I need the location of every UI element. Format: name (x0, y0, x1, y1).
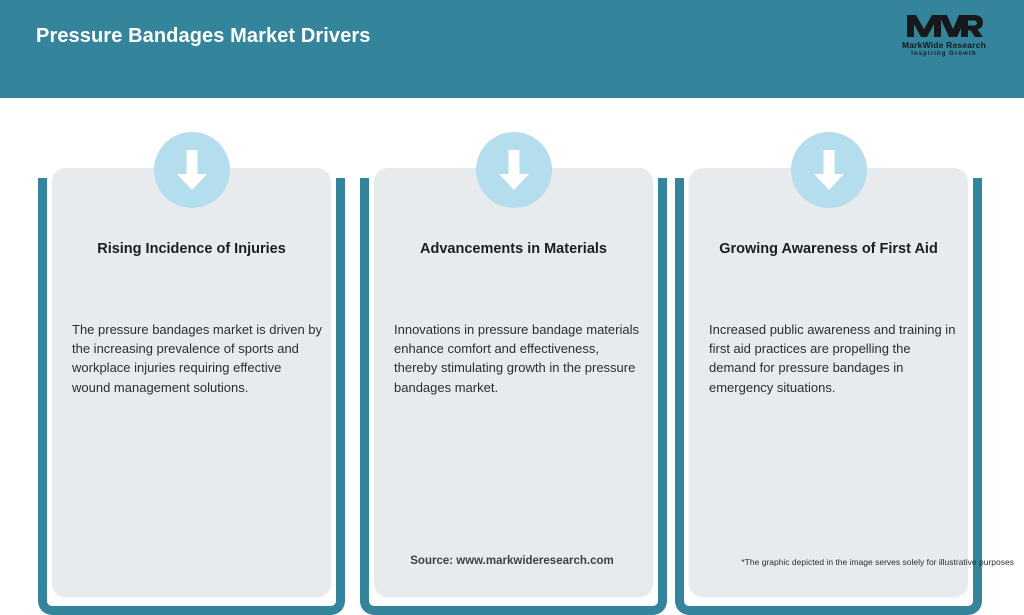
logo-company-name: MarkWide Research (901, 40, 987, 50)
down-arrow-icon (153, 132, 230, 208)
brand-logo: MarkWide Research Inspiring Growth (890, 12, 998, 64)
card-panel: Rising Incidence of Injuries The pressur… (52, 132, 331, 597)
card-panel: Growing Awareness of First Aid Increased… (689, 132, 968, 597)
card-panel: Advancements in Materials Innovations in… (374, 132, 653, 597)
card-body-text: Increased public awareness and training … (709, 322, 956, 395)
page-header: Pressure Bandages Market Drivers MarkWid… (0, 0, 1024, 98)
driver-card: Advancements in Materials Innovations in… (360, 132, 667, 615)
driver-card: Rising Incidence of Injuries The pressur… (38, 132, 345, 615)
logo-tagline: Inspiring Growth (911, 51, 977, 57)
page-title: Pressure Bandages Market Drivers (36, 25, 371, 47)
logo-mark-icon (890, 12, 998, 39)
disclaimer-text: *The graphic depicted in the image serve… (741, 557, 1014, 567)
driver-card: Growing Awareness of First Aid Increased… (675, 132, 982, 615)
down-arrow-icon (475, 132, 552, 208)
down-arrow-icon (790, 132, 867, 208)
card-title: Growing Awareness of First Aid (719, 241, 938, 257)
card-title: Advancements in Materials (420, 241, 607, 257)
driver-cards-container: Rising Incidence of Injuries The pressur… (0, 98, 1024, 615)
card-title: Rising Incidence of Injuries (97, 241, 286, 257)
card-body-text: Innovations in pressure bandage material… (394, 322, 639, 395)
card-body-text: The pressure bandages market is driven b… (72, 322, 323, 395)
source-label: Source: www.markwideresearch.com (410, 555, 614, 567)
